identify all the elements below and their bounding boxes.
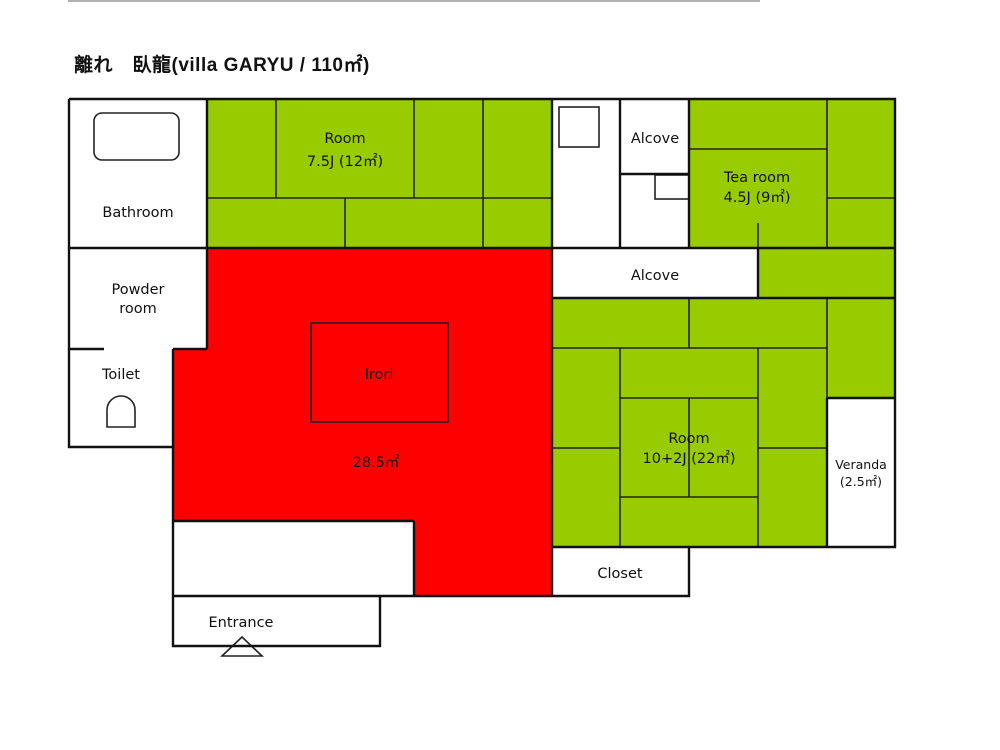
small-cabinet [654,174,690,200]
veranda-name: Veranda [835,457,887,472]
irori-size: 28.5㎡ [353,454,400,471]
tea-room-strip-fill [758,248,895,298]
room2-fill [552,298,895,547]
tea-room-name: Tea room [723,170,790,186]
tea-room-fill [689,99,895,248]
room1-fill [207,99,552,248]
entrance-label: Entrance [209,615,274,631]
room1-name: Room [324,131,365,147]
alcove-top-label: Alcove [631,131,679,147]
veranda-size: (2.5㎡) [840,474,882,489]
irori-name: Irori [365,367,394,383]
room2-name: Room [668,431,709,447]
powder-room-label-1: Powder [111,282,164,298]
tea-room-size: 4.5J (9㎡) [724,189,791,206]
top-rule [68,0,760,2]
walls [67,97,897,648]
alcove-mid-label: Alcove [631,268,679,284]
page-title: 離れ 臥龍(villa GARYU / 110㎡) [74,55,370,76]
room1-size: 7.5J (12㎡) [307,153,383,170]
bathroom-label: Bathroom [102,205,173,221]
tatami-lines [207,99,895,547]
toilet-label: Toilet [101,367,140,383]
room2-size: 10+2J (22㎡) [643,450,736,467]
room-labels: Room 7.5J (12㎡) Alcove Tea room 4.5J (9㎡… [101,131,887,631]
bathtub [93,112,180,161]
closet-label: Closet [597,566,642,582]
tokonoma-square [558,106,600,148]
toilet-bowl [106,395,136,428]
powder-room-label-2: room [119,301,157,317]
